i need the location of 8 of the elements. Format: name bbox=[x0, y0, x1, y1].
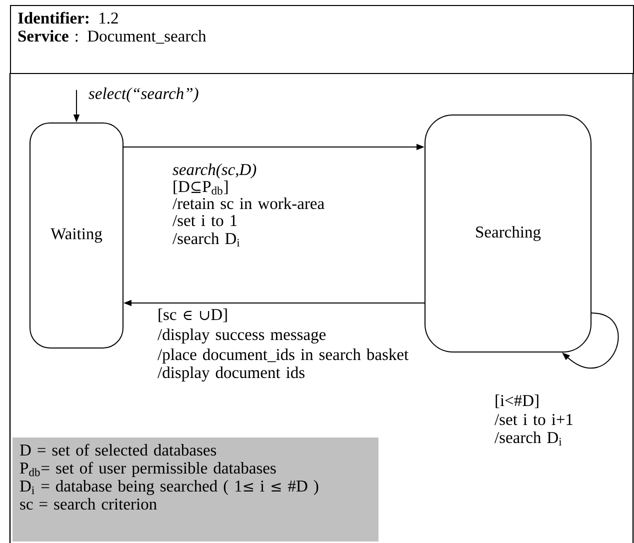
edge-label: [i<#D] /set i to i+1 /search D$_{i}$ bbox=[494, 394, 572, 446]
state-box: Waiting bbox=[30, 122, 124, 348]
state-box: Searching bbox=[424, 114, 592, 352]
edge-label: [sc ∈ ∪D] /display success message /place document_ids in search basket /display document ids bbox=[158, 308, 409, 382]
edge-label: select(“search”) bbox=[88, 88, 198, 102]
header-box: Identifier: 1.2 Service : Document_search bbox=[10, 5, 634, 74]
edge-label: search(sc,D) [D⊆P$_{db}$] /retain sc in work-area /set i to 1 /search D$_{i}$ bbox=[172, 164, 324, 247]
definitions-box: D = set of selected databases P$_{db}$= set of user permissible databases D$_{i}$ = database being searched ( 1≤ i ≤ #D ) sc = search criterion bbox=[12, 438, 378, 542]
